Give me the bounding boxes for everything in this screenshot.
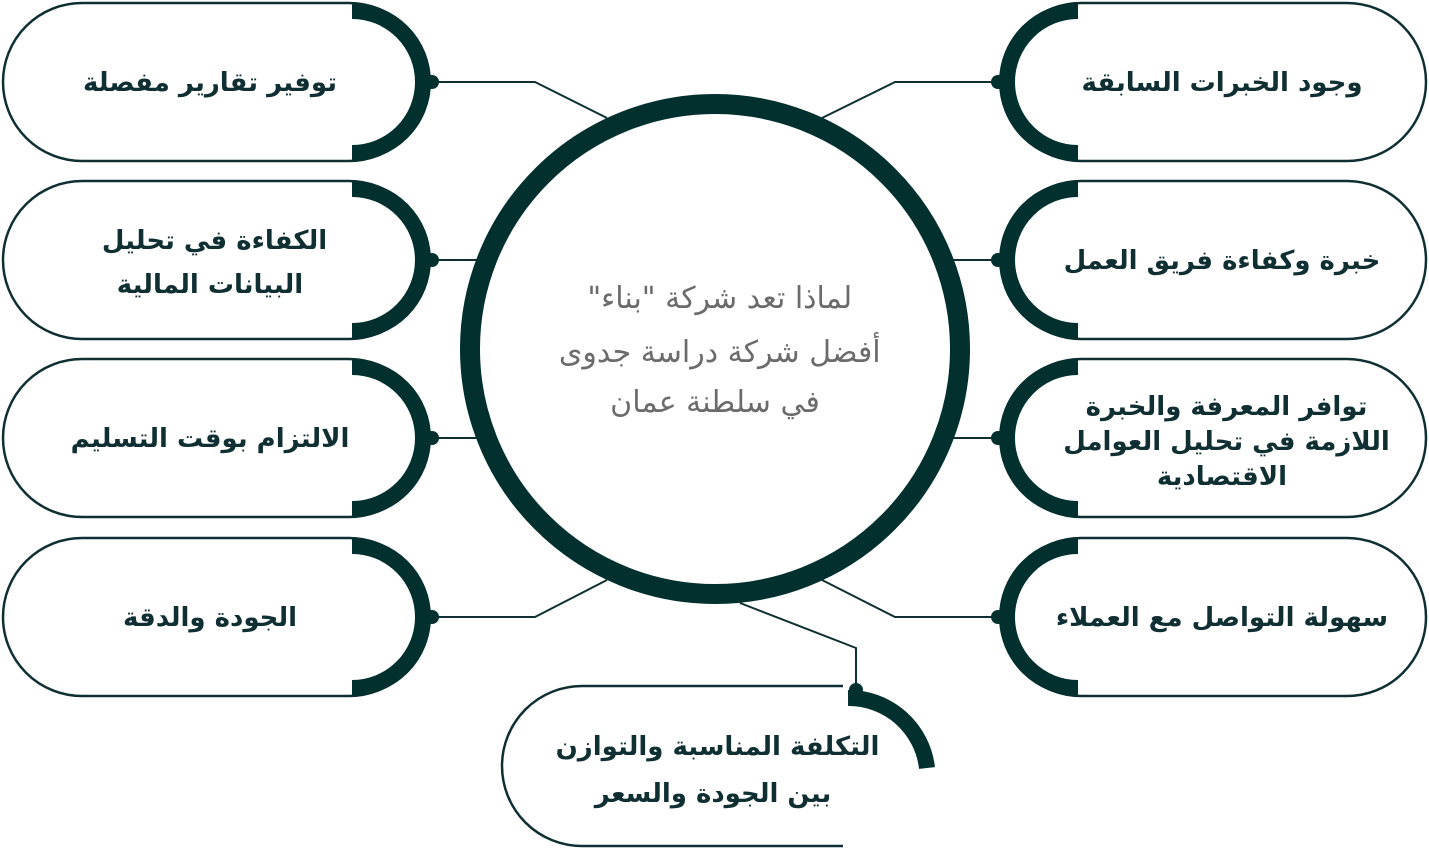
pill-arc: [999, 181, 1079, 339]
pill-arc: [847, 689, 935, 770]
right-item-4-line-1: سهولة التواصل مع العملاء: [1056, 603, 1388, 633]
connector-left-4: [432, 579, 608, 618]
bottom-item-label: التكلفة المناسبة والتوازن بين الجودة وال…: [547, 732, 880, 809]
left-item-2-line-1: الكفاءة في تحليل: [102, 226, 327, 256]
bottom-item: التكلفة المناسبة والتوازن بين الجودة وال…: [500, 683, 935, 848]
right-item-4-label: سهولة التواصل مع العملاء: [1056, 603, 1388, 633]
connector-dot: [991, 75, 1005, 89]
connector-dot: [425, 431, 439, 445]
right-item-3-label: توافر المعرفة والخبرة اللازمة في تحليل ا…: [1054, 392, 1390, 492]
center-circle: [460, 94, 970, 604]
left-item-4-line-1: الجودة والدقة: [123, 603, 297, 633]
right-item-1: وجود الخبرات السابقة: [991, 1, 1428, 163]
connector-right-1: [821, 81, 998, 119]
left-item-3-line-1: الالتزام بوقت التسليم: [71, 424, 350, 454]
right-item-2-line-1: خبرة وكفاءة فريق العمل: [1064, 246, 1381, 276]
connector-dot: [991, 431, 1005, 445]
bottom-item-line-1: التكلفة المناسبة والتوازن: [556, 732, 880, 762]
right-item-3-line-1: توافر المعرفة والخبرة: [1086, 392, 1368, 422]
connector-dot: [425, 610, 439, 624]
connector-left-1: [432, 81, 608, 119]
bottom-item-line-2: بين الجودة والسعر: [593, 779, 831, 809]
left-item-2-label: الكفاءة في تحليل البيانات المالية: [93, 226, 327, 300]
connector-right-4: [821, 579, 998, 618]
connector-dot: [991, 610, 1005, 624]
right-item-2: خبرة وكفاءة فريق العمل: [991, 179, 1428, 341]
right-item-3-line-3: الاقتصادية: [1157, 462, 1287, 492]
right-item-2-label: خبرة وكفاءة فريق العمل: [1064, 246, 1381, 276]
left-item-2: الكفاءة في تحليل البيانات المالية: [1, 179, 439, 341]
pill-arc: [351, 359, 431, 517]
right-item-4: سهولة التواصل مع العملاء: [991, 536, 1428, 698]
left-item-2-line-2: البيانات المالية: [117, 270, 303, 300]
left-item-1: توفير تقارير مفصلة: [1, 1, 439, 163]
pill-outline: [500, 684, 843, 848]
left-item-4: الجودة والدقة: [1, 536, 439, 698]
left-item-1-line-1: توفير تقارير مفصلة: [83, 68, 337, 98]
connector-dot: [849, 683, 863, 697]
left-item-3: الالتزام بوقت التسليم: [1, 357, 439, 519]
right-item-1-line-1: وجود الخبرات السابقة: [1081, 68, 1362, 98]
right-item-1-label: وجود الخبرات السابقة: [1081, 68, 1362, 98]
left-item-3-label: الالتزام بوقت التسليم: [71, 424, 350, 454]
center-title: لماذا تعد شركة "بناء" أفضل شركة دراسة جد…: [549, 281, 880, 420]
connector-dot: [425, 75, 439, 89]
pill-arc: [351, 181, 431, 339]
pill-outline: [1, 179, 430, 341]
right-item-3: توافر المعرفة والخبرة اللازمة في تحليل ا…: [991, 357, 1428, 519]
center-hub: لماذا تعد شركة "بناء" أفضل شركة دراسة جد…: [460, 94, 970, 604]
pill-arc: [351, 538, 431, 696]
pill-arc: [351, 3, 431, 161]
center-line-1: لماذا تعد شركة "بناء": [587, 281, 852, 316]
center-line-3: في سلطنة عمان: [610, 385, 820, 420]
connector-lines: [432, 81, 998, 690]
connector-bottom: [739, 602, 857, 690]
center-line-2: أفضل شركة دراسة جدوى: [559, 331, 881, 370]
right-item-3-line-2: اللازمة في تحليل العوامل: [1063, 427, 1390, 457]
connector-dot: [425, 253, 439, 267]
pill-arc: [999, 538, 1079, 696]
pill-arc: [999, 359, 1079, 517]
left-item-1-label: توفير تقارير مفصلة: [83, 68, 337, 98]
pill-arc: [999, 3, 1079, 161]
connector-dot: [991, 253, 1005, 267]
left-item-4-label: الجودة والدقة: [123, 603, 297, 633]
